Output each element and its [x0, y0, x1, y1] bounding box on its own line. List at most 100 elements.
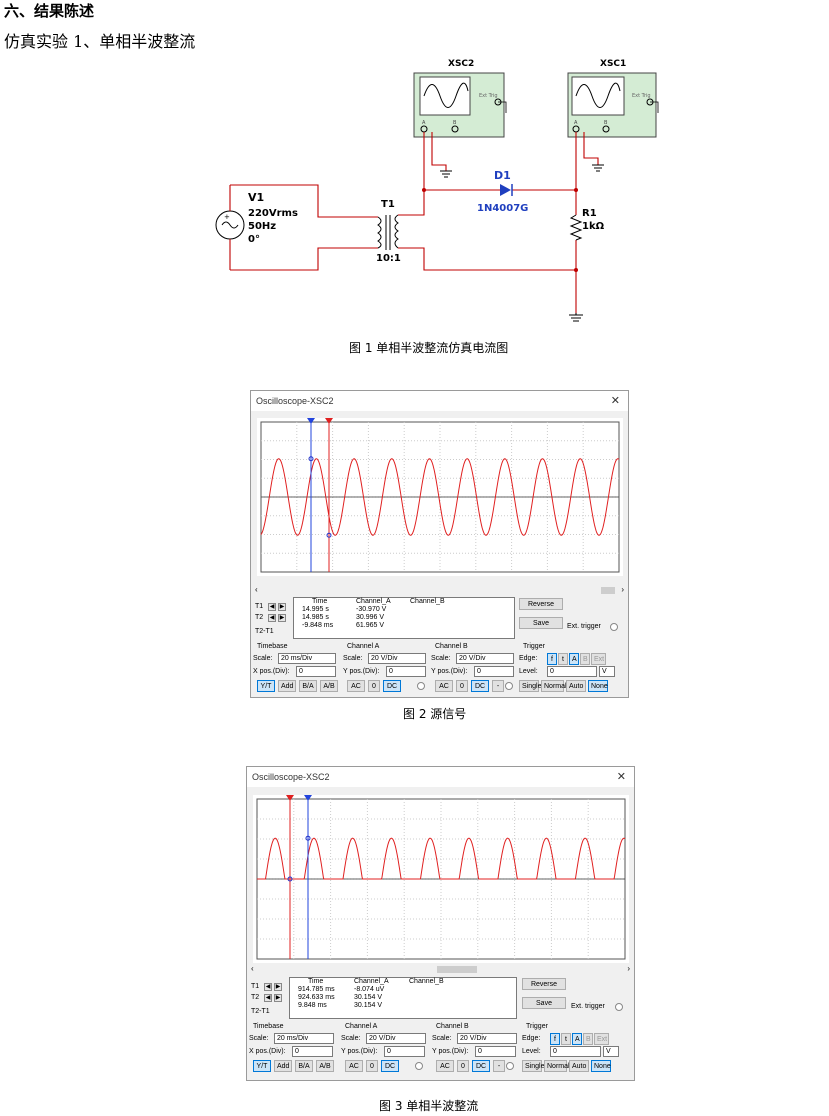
- trigger-mode-3-button[interactable]: None: [591, 1060, 611, 1072]
- trigger-edge-1-button[interactable]: t: [561, 1033, 571, 1045]
- save-button[interactable]: Save: [522, 997, 566, 1009]
- timebase-mode-1-button[interactable]: Add: [278, 680, 296, 692]
- timebase-mode-0-button[interactable]: Y/T: [253, 1060, 271, 1072]
- channel-b-mode-3-button[interactable]: -: [493, 1060, 505, 1072]
- trigger-level-input[interactable]: 0: [547, 666, 597, 677]
- trigger-edge-0-button[interactable]: f: [547, 653, 557, 665]
- channel-b-mode-1-button[interactable]: 0: [457, 1060, 469, 1072]
- channel-b-mode-2-button[interactable]: DC: [472, 1060, 490, 1072]
- trigger-edge-3-button[interactable]: B: [583, 1033, 593, 1045]
- trigger-edge-3-button[interactable]: B: [580, 653, 590, 665]
- trigger-mode-3-button[interactable]: None: [588, 680, 608, 692]
- cursor-t1-handle: [286, 795, 294, 801]
- timebase-pos-input[interactable]: 0: [296, 666, 336, 677]
- trigger-level-unit: V: [603, 1046, 619, 1057]
- channel-a-mode-2-button[interactable]: DC: [383, 680, 401, 692]
- channel-b-mode-3-button[interactable]: -: [492, 680, 504, 692]
- t2-left-arrow-icon[interactable]: ◀: [268, 614, 276, 622]
- channel-a-mode-2-button[interactable]: DC: [381, 1060, 399, 1072]
- row-time: 14.995 s: [302, 606, 329, 613]
- channel-a-terminal[interactable]: [417, 682, 425, 690]
- timebase-mode-2-button[interactable]: B/A: [295, 1060, 313, 1072]
- t1-right-arrow-icon[interactable]: ▶: [278, 603, 286, 611]
- timebase-mode-1-button[interactable]: Add: [274, 1060, 292, 1072]
- channel-b-scale-input[interactable]: 20 V/Div: [457, 1033, 517, 1044]
- channel-b-scale-input[interactable]: 20 V/Div: [456, 653, 514, 664]
- row-channel-a: 61.965 V: [356, 622, 385, 629]
- channel-b-terminal[interactable]: [505, 682, 513, 690]
- channel-b-mode-1-button[interactable]: 0: [456, 680, 468, 692]
- channel-a-scale-label: Scale:: [343, 655, 363, 662]
- channel-b-pos-input[interactable]: 0: [475, 1046, 516, 1057]
- ext-trigger-label: Ext. trigger: [567, 623, 601, 630]
- trigger-level-input[interactable]: 0: [550, 1046, 601, 1057]
- t1-left-arrow-icon[interactable]: ◀: [264, 983, 272, 991]
- channel-a-mode-1-button[interactable]: 0: [366, 1060, 378, 1072]
- save-button[interactable]: Save: [519, 617, 563, 629]
- channel-a-waveform: [257, 837, 626, 880]
- d1-model: 1N4007G: [477, 203, 528, 214]
- trigger-mode-2-button[interactable]: Auto: [566, 680, 586, 692]
- scroll-right-icon: ›: [627, 964, 630, 973]
- close-icon[interactable]: ✕: [610, 395, 620, 407]
- t2-right-arrow-icon[interactable]: ▶: [278, 614, 286, 622]
- trigger-edge-2-button[interactable]: A: [572, 1033, 582, 1045]
- timebase-scale-input[interactable]: 20 ms/Div: [274, 1033, 334, 1044]
- t2-right-arrow-icon[interactable]: ▶: [274, 994, 282, 1002]
- reverse-button[interactable]: Reverse: [522, 978, 566, 990]
- xsc2-terminal-b: [451, 125, 459, 133]
- channel-b-mode-0-button[interactable]: AC: [436, 1060, 454, 1072]
- channel-a-pos-input[interactable]: 0: [386, 666, 426, 677]
- trigger-edge-1-button[interactable]: t: [558, 653, 568, 665]
- timebase-mode-2-button[interactable]: B/A: [299, 680, 317, 692]
- close-icon[interactable]: ✕: [616, 771, 626, 783]
- window-title: Oscilloscope-XSC2: [251, 391, 628, 411]
- header-channel-b: Channel_B: [409, 978, 444, 985]
- channel-a-scale-input[interactable]: 20 V/Div: [366, 1033, 426, 1044]
- channel-a-scale-input[interactable]: 20 V/Div: [368, 653, 426, 664]
- scroll-thumb[interactable]: [437, 966, 477, 973]
- trigger-edge-0-button[interactable]: f: [550, 1033, 560, 1045]
- timebase-mode-3-button[interactable]: A/B: [316, 1060, 334, 1072]
- horizontal-scrollbar[interactable]: ‹›: [255, 585, 624, 595]
- trigger-mode-0-button[interactable]: Single: [522, 1060, 544, 1072]
- trigger-edge-4-button[interactable]: Ext: [594, 1033, 609, 1045]
- trigger-mode-2-button[interactable]: Auto: [569, 1060, 589, 1072]
- channel-b-terminal[interactable]: [506, 1062, 514, 1070]
- timebase-mode-3-button[interactable]: A/B: [320, 680, 338, 692]
- reverse-button[interactable]: Reverse: [519, 598, 563, 610]
- channel-a-mode-0-button[interactable]: AC: [347, 680, 365, 692]
- t1-left-arrow-icon[interactable]: ◀: [268, 603, 276, 611]
- scroll-thumb[interactable]: [601, 587, 615, 594]
- trigger-mode-0-button[interactable]: Single: [519, 680, 541, 692]
- channel-a-mode-1-button[interactable]: 0: [368, 680, 380, 692]
- channel-b-mode-2-button[interactable]: DC: [471, 680, 489, 692]
- t2-left-arrow-icon[interactable]: ◀: [264, 994, 272, 1002]
- channel-b-mode-0-button[interactable]: AC: [435, 680, 453, 692]
- timebase-title: Timebase: [257, 643, 288, 650]
- timebase-mode-0-button[interactable]: Y/T: [257, 680, 275, 692]
- timebase-scale-input[interactable]: 20 ms/Div: [278, 653, 336, 664]
- horizontal-scrollbar[interactable]: ‹›: [251, 964, 630, 974]
- timebase-pos-input[interactable]: 0: [292, 1046, 333, 1057]
- oscilloscope-screen[interactable]: [253, 795, 629, 963]
- trigger-edge-2-button[interactable]: A: [569, 653, 579, 665]
- trigger-edge-4-button[interactable]: Ext: [591, 653, 606, 665]
- channel-b-pos-input[interactable]: 0: [474, 666, 514, 677]
- timebase-scale-label: Scale:: [253, 655, 273, 662]
- channel-a-scale-label: Scale:: [341, 1035, 361, 1042]
- t2-t1-label: T2-T1: [251, 1008, 270, 1015]
- channel-a-pos-input[interactable]: 0: [384, 1046, 425, 1057]
- channel-a-terminal[interactable]: [415, 1062, 423, 1070]
- row-channel-a: 30.996 V: [356, 614, 385, 621]
- trigger-mode-1-button[interactable]: Normal: [544, 1060, 570, 1072]
- t1-right-arrow-icon[interactable]: ▶: [274, 983, 282, 991]
- channel-a-mode-0-button[interactable]: AC: [345, 1060, 363, 1072]
- ext-trigger-terminal[interactable]: [615, 1003, 623, 1011]
- ext-trigger-terminal[interactable]: [610, 623, 618, 631]
- timebase-pos-label: X pos.(Div):: [249, 1048, 286, 1055]
- r1-label: R1: [582, 208, 597, 219]
- trigger-mode-1-button[interactable]: Normal: [541, 680, 567, 692]
- oscilloscope-screen[interactable]: [257, 418, 623, 576]
